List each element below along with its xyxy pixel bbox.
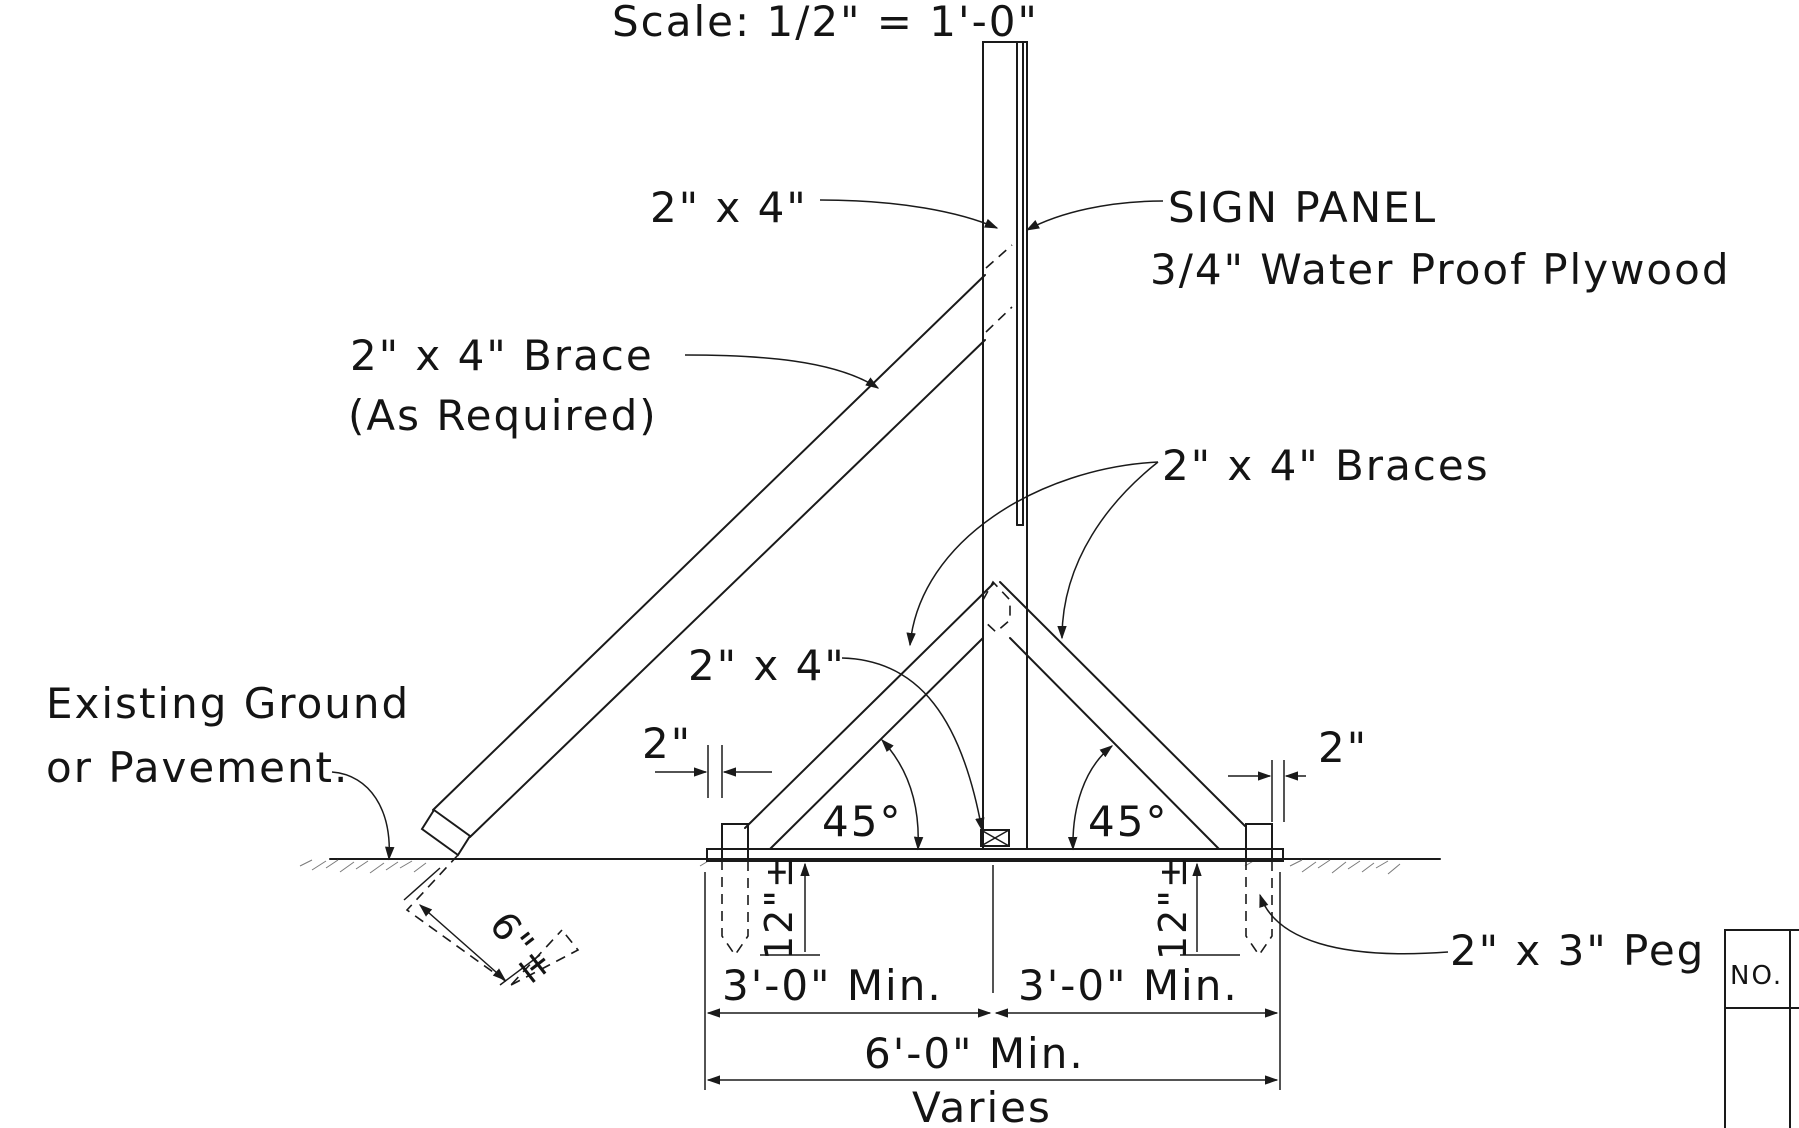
depth-right-label: 12"± [1151,854,1195,960]
brace-top-hidden [982,580,1011,634]
vertical-post [982,41,1028,850]
angle-arcs [881,739,1114,851]
stake-depth-label: 6"± [481,903,565,993]
gap-right-label: 2" [1318,723,1368,772]
plywood-label: 3/4" Water Proof Plywood [1150,245,1731,294]
angle-right-label: 45° [1088,797,1168,846]
peg-label: 2" x 3" Peg [1450,926,1705,975]
dim-right-label: 3'-0" Min. [1018,961,1239,1010]
ground-label: Existing Ground [46,679,410,728]
braces-label: 2" x 4" Braces [1162,441,1490,490]
depth-left-label: 12"± [757,854,801,960]
post-size-label: 2" x 4" [650,183,808,232]
ground-hatch [299,859,1401,875]
brace-label: 2" x 4" Brace [350,331,654,380]
stake-dimension [403,867,541,986]
horizontal-dimensions [704,865,1281,1090]
long-brace [420,244,1013,857]
title-table [1724,929,1799,1128]
leader-lines [331,199,1449,955]
scale-label: Scale: 1/2" = 1'-0" [612,0,1039,46]
base-sill [706,848,1284,862]
varies-label: Varies [912,1083,1052,1128]
left-brace [744,583,994,850]
pavement-label: or Pavement. [46,743,349,792]
right-peg [1245,823,1273,957]
post-size-mid-label: 2" x 4" [688,641,846,690]
post-cross-block [980,829,1010,847]
table-no-label: NO. [1730,961,1783,991]
depth-dimensions [760,862,1240,956]
dim-total-label: 6'-0" Min. [864,1029,1085,1078]
gap-left-label: 2" [642,719,692,768]
right-brace [999,581,1246,850]
sign-panel-label: SIGN PANEL [1168,183,1437,232]
dim-left-label: 3'-0" Min. [722,961,943,1010]
angle-left-label: 45° [822,797,902,846]
brace-required-label: (As Required) [348,391,658,440]
left-peg [721,823,749,957]
gap-dimensions [655,745,1306,822]
